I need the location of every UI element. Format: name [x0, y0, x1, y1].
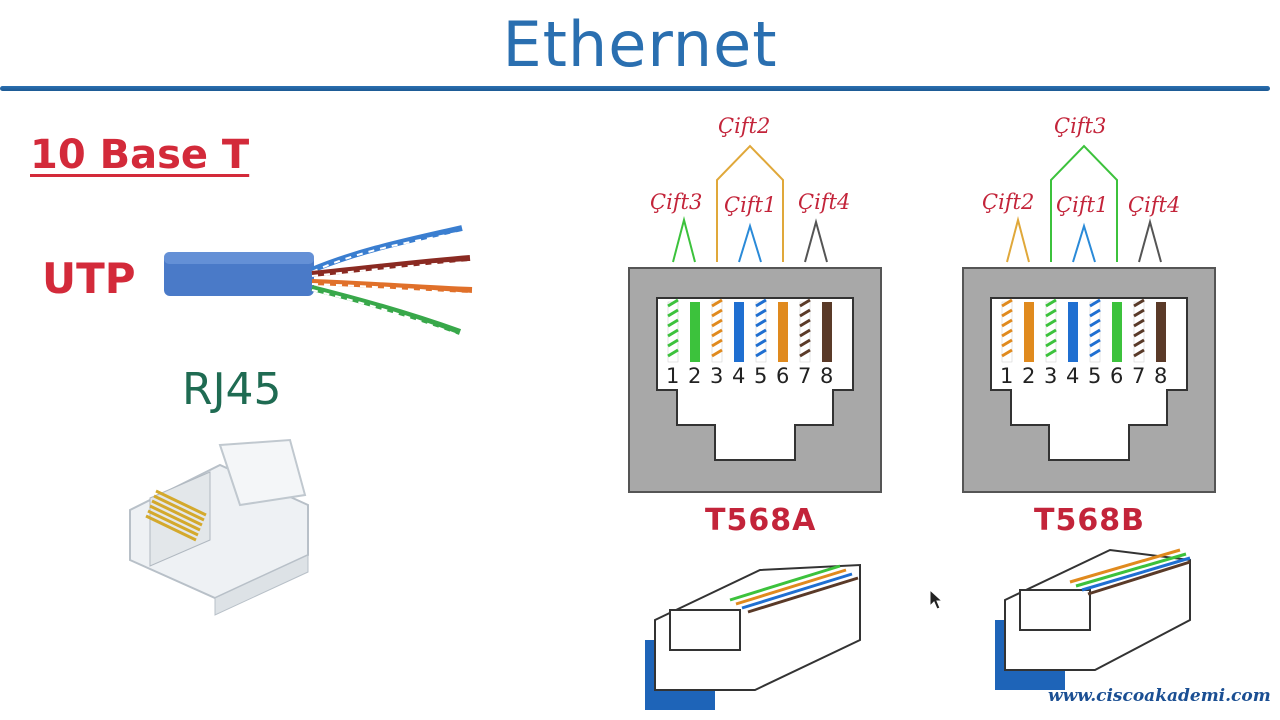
t568b-pair-right-line	[1138, 218, 1162, 263]
t568a-wire-4	[734, 302, 744, 362]
t568a-pin-number: 1	[666, 364, 680, 388]
t568a-pair-mid-label: Çift1	[724, 193, 777, 217]
t568b-pin-number: 3	[1044, 364, 1058, 388]
t568a-pin-number: 3	[710, 364, 724, 388]
t568a-pair-top-label: Çift2	[718, 114, 771, 138]
rj45-connector-image	[129, 438, 309, 616]
t568a-pin-number: 5	[754, 364, 768, 388]
t568a-pair-left-line	[672, 216, 696, 263]
t568a-wire-3	[711, 298, 723, 363]
t568a-pair-left-label: Çift3	[650, 190, 703, 214]
t568b-pair-mid-label: Çift1	[1056, 193, 1109, 217]
t568a-plug-image	[645, 563, 861, 710]
t568a-wire-6	[778, 302, 788, 362]
page-title: Ethernet	[502, 8, 778, 81]
t568b-wire-1	[1001, 298, 1013, 363]
t568b-pair-right-label: Çift4	[1128, 193, 1181, 217]
connector-label: RJ45	[182, 364, 282, 415]
t568b-pin-number: 4	[1066, 364, 1080, 388]
t568b-wire-7	[1133, 298, 1145, 363]
t568a-pin-number: 6	[776, 364, 790, 388]
t568b-label: T568B	[1034, 503, 1145, 538]
t568b-pin-number: 2	[1022, 364, 1036, 388]
cable-type-label: UTP	[42, 254, 136, 303]
t568a-pin-number: 2	[688, 364, 702, 388]
t568b-wire-8	[1156, 302, 1166, 362]
t568b-pin-number: 7	[1132, 364, 1146, 388]
t568b-wire-4	[1068, 302, 1078, 362]
t568a-pin-number: 7	[798, 364, 812, 388]
t568a-pin-number: 8	[820, 364, 834, 388]
standard-label: 10 Base T	[30, 132, 250, 178]
t568b-wire-2	[1024, 302, 1034, 362]
t568a-wire-8	[822, 302, 832, 362]
t568b-wire-3	[1045, 298, 1057, 363]
t568b-pin-number: 5	[1088, 364, 1102, 388]
title-divider	[0, 86, 1270, 91]
t568a-wire-7	[799, 298, 811, 363]
t568a-pair-mid-line	[738, 222, 762, 263]
t568a-pair-right-label: Çift4	[798, 190, 851, 214]
website-footer[interactable]: www.ciscoakademi.com	[1048, 686, 1271, 706]
t568b-pair-left-line	[1006, 216, 1030, 263]
t568a-pin-number: 4	[732, 364, 746, 388]
t568b-pair-mid-line	[1072, 222, 1096, 263]
t568a-pair-right-line	[804, 218, 828, 263]
t568b-pair-left-label: Çift2	[982, 190, 1035, 214]
t568b-wire-6	[1112, 302, 1122, 362]
t568a-wire-5	[755, 298, 767, 363]
t568b-wire-5	[1089, 298, 1101, 363]
t568b-pin-number: 6	[1110, 364, 1124, 388]
t568a-pair-top-line	[716, 144, 784, 262]
t568b-pair-top-line	[1050, 144, 1118, 262]
t568b-pin-number: 8	[1154, 364, 1168, 388]
t568a-wire-2	[690, 302, 700, 362]
utp-cable-image	[164, 225, 473, 337]
t568a-label: T568A	[705, 503, 817, 538]
t568b-plug-image	[995, 548, 1191, 690]
mouse-cursor-icon	[929, 588, 944, 610]
t568a-wire-1	[667, 298, 679, 363]
t568b-pin-number: 1	[1000, 364, 1014, 388]
t568b-pair-top-label: Çift3	[1054, 114, 1107, 138]
